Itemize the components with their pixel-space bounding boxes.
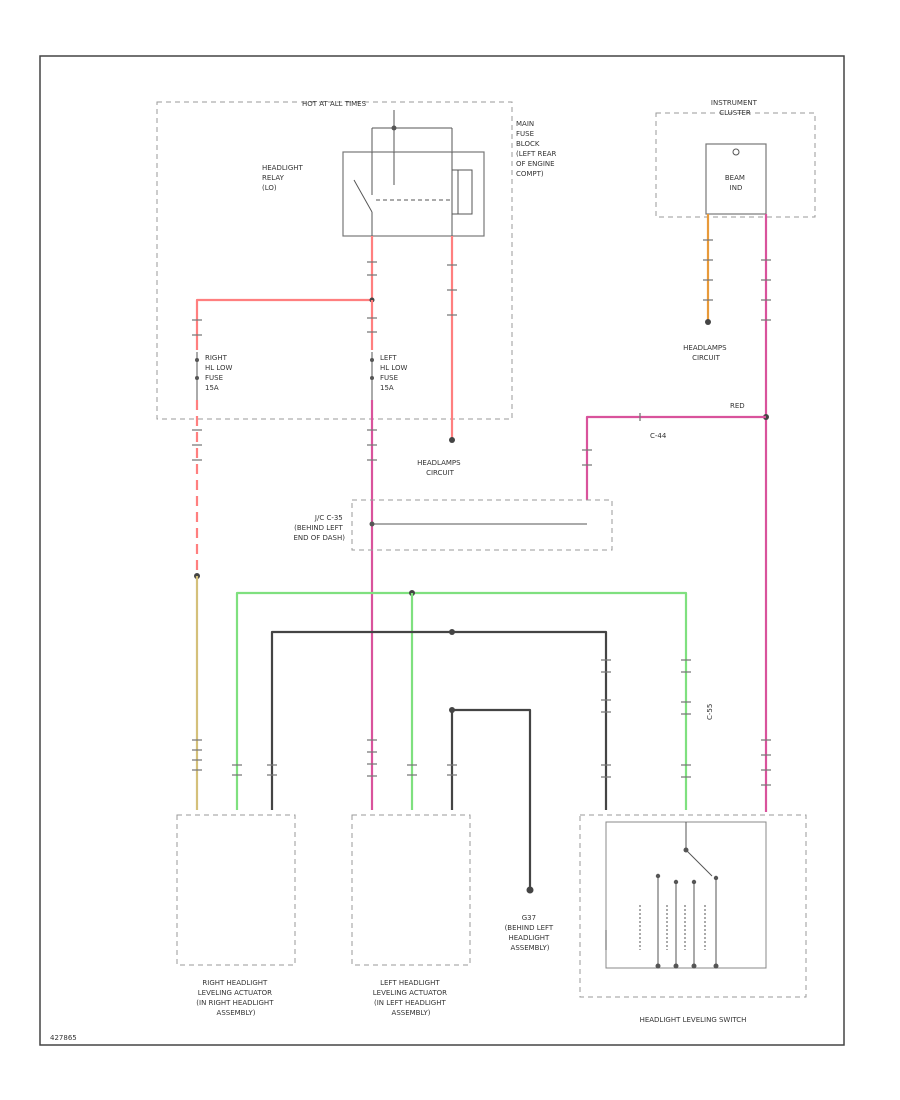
right-actuator-label: RIGHT HEADLIGHT LEVELING ACTUATOR (IN RI… [196,979,275,1017]
wire-black-to-ground [452,708,532,890]
beam-indicator [705,143,767,215]
instrument-cluster-box [655,112,816,218]
wire-red-to-right-fuse [195,298,372,350]
black-ground-splice [449,707,455,713]
junction-connector-box [351,499,613,551]
black-splice [449,629,455,635]
headlamps-circuit-1-terminal [449,437,455,443]
instrument-cluster-label: INSTRUMENT CLUSTER [711,99,759,117]
wire-black-bus [270,630,608,810]
headlamps-circuit-2-terminal [705,319,711,325]
leveling-switch-label: HEADLIGHT LEVELING SWITCH [640,1016,747,1024]
junction-connector-label: J/C C-35 (BEHIND LEFT END OF DASH) [293,514,345,542]
main-fuse-block-box [156,101,513,420]
diagram-border [39,55,845,1046]
left-fuse-label: LEFT HL LOW FUSE 15A [380,354,410,392]
hot-at-all-times-label: HOT AT ALL TIMES [302,100,367,108]
relay-coil [457,169,473,215]
beam-indicator-lamp [732,148,740,156]
beam-ind-label: BEAM IND [725,174,747,192]
headlight-relay-label: HEADLIGHT RELAY (LO) [262,164,305,192]
headlight-relay [342,151,485,237]
diagram-id: 427865 [50,1034,77,1042]
right-actuator-box [176,814,296,966]
left-actuator-box [351,814,471,966]
ground-terminal [526,886,534,894]
wire-pink-to-junction [585,415,766,500]
wire-c44-label: C-44 [650,432,667,440]
right-fuse-label: RIGHT HL LOW FUSE 15A [205,354,235,392]
headlamps-circuit-1-label: HEADLAMPS CIRCUIT [417,459,463,477]
connector-markers [192,239,771,786]
main-fuse-block-label: MAIN FUSE BLOCK (LEFT REAR OF ENGINE COM… [516,120,559,178]
left-actuator-label: LEFT HEADLIGHT LEVELING ACTUATOR (IN LEF… [373,979,449,1017]
ground-label: G37 (BEHIND LEFT HEADLIGHT ASSEMBLY) [505,914,556,952]
headlamps-circuit-2-label: HEADLAMPS CIRCUIT [683,344,729,362]
wire-c55-label: C-55 [706,704,714,720]
red-label: RED [730,402,745,410]
leveling-switch-box [579,814,807,998]
wire-green-bus [235,591,688,810]
